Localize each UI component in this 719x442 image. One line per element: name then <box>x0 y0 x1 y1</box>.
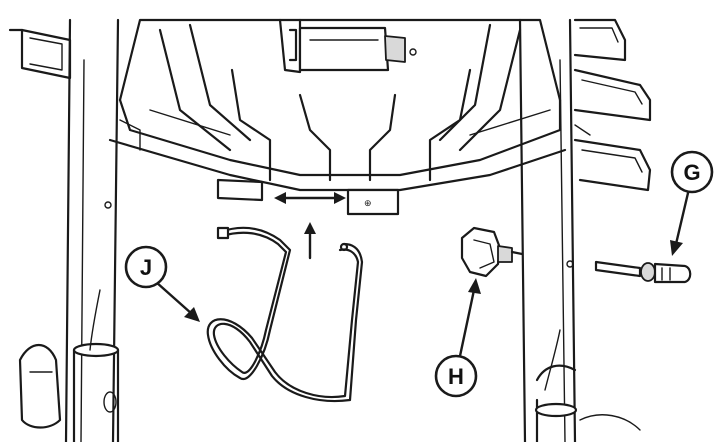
callout-j: J <box>124 245 200 322</box>
callout-g-circle <box>670 150 714 194</box>
left-frame-post <box>8 18 120 442</box>
callout-h: H <box>434 278 481 398</box>
callout-j-circle <box>124 245 168 289</box>
callout-h-label: H <box>448 364 464 389</box>
wire-hose-hook <box>206 226 364 403</box>
right-hose-hooks <box>573 18 652 192</box>
callout-g-label: G <box>683 160 700 185</box>
svg-text:⊕: ⊕ <box>364 198 372 208</box>
callout-g: G <box>670 150 714 256</box>
knob-bolt <box>460 226 524 278</box>
slide-direction-arrow <box>274 192 346 204</box>
lift-direction-arrow <box>304 222 316 260</box>
left-lower-wheel <box>18 289 120 442</box>
right-frame-post <box>518 18 641 442</box>
callout-h-circle <box>434 354 478 398</box>
callout-j-label: J <box>140 255 152 280</box>
tray-housing: ⊕ <box>108 18 567 216</box>
pin-bolt <box>594 260 692 284</box>
